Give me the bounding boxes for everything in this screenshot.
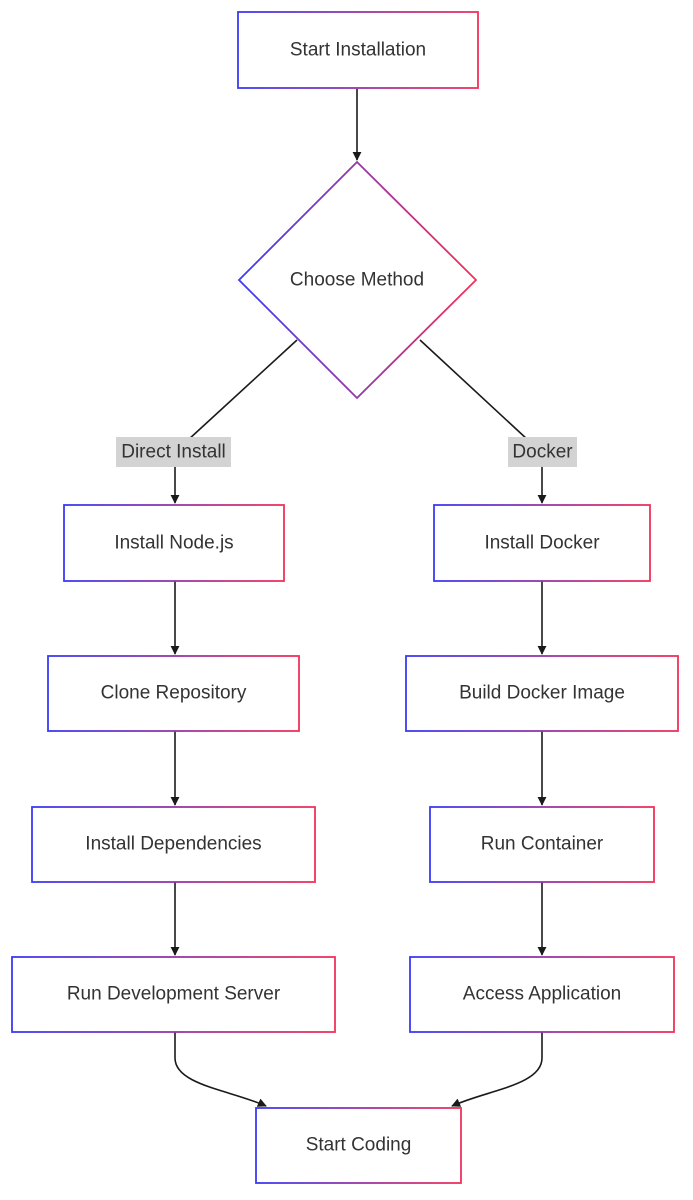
node-run-container: Run Container	[429, 806, 655, 883]
edge-access-to-start-coding	[451, 1032, 543, 1107]
node-access-application-label: Access Application	[463, 984, 621, 1005]
node-run-container-label: Run Container	[481, 834, 604, 855]
edge-choose-to-docker-label	[419, 339, 529, 441]
decision-choose-method-label: Choose Method	[290, 270, 424, 291]
node-install-docker: Install Docker	[433, 504, 651, 582]
node-build-docker-image-label: Build Docker Image	[459, 683, 625, 704]
edges	[170, 89, 547, 1107]
node-start-coding-label: Start Coding	[306, 1135, 412, 1156]
node-run-development-server-label: Run Development Server	[67, 984, 281, 1005]
node-start-installation-label: Start Installation	[290, 40, 426, 61]
node-run-development-server: Run Development Server	[11, 956, 336, 1033]
edge-choose-to-direct-label	[187, 339, 298, 441]
edge-label-direct-install: Direct Install	[116, 437, 231, 467]
edge-run-dev-to-start-coding	[174, 1032, 267, 1107]
node-build-docker-image: Build Docker Image	[405, 655, 679, 732]
node-start-installation: Start Installation	[237, 11, 479, 89]
edge-label-direct-install-text: Direct Install	[121, 442, 226, 463]
node-access-application: Access Application	[409, 956, 675, 1033]
edge-label-direct-install-bg	[116, 437, 231, 467]
edge-label-docker: Docker	[508, 437, 577, 467]
edge-label-docker-text: Docker	[512, 442, 573, 463]
edge-label-docker-bg	[508, 437, 577, 467]
node-install-docker-label: Install Docker	[484, 533, 600, 554]
node-install-nodejs-label: Install Node.js	[114, 533, 233, 554]
node-clone-repository: Clone Repository	[47, 655, 300, 732]
decision-choose-method: Choose Method	[237, 160, 478, 400]
node-install-dependencies: Install Dependencies	[31, 806, 316, 883]
node-clone-repository-label: Clone Repository	[101, 683, 247, 704]
node-start-coding: Start Coding	[255, 1107, 462, 1184]
node-install-dependencies-label: Install Dependencies	[85, 834, 261, 855]
node-install-nodejs: Install Node.js	[63, 504, 285, 582]
